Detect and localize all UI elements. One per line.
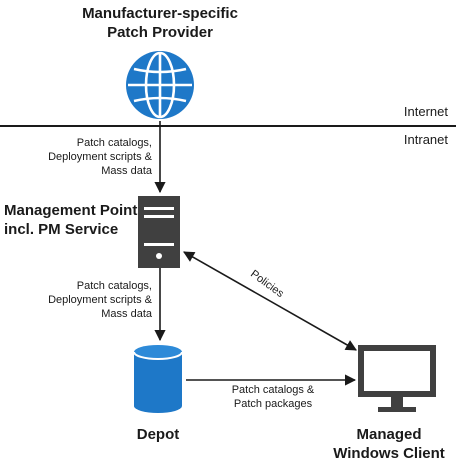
depot-title: Depot [136, 426, 180, 443]
mgmt-to-depot-label: Patch catalogs, Deployment scripts & Mas… [30, 279, 152, 321]
mgmt-point-title-line1: Management Point [4, 202, 138, 219]
zone-divider [0, 125, 456, 127]
edge-label-line: Patch packages [233, 398, 313, 410]
client-title-line1: Managed [356, 426, 422, 443]
edge-label-line: Mass data [101, 165, 152, 177]
depot-to-client-label: Patch catalogs & Patch packages [218, 383, 328, 411]
database-icon [133, 345, 183, 413]
mgmt-point-title-line2: incl. PM Service [4, 221, 119, 238]
globe-icon [126, 51, 194, 119]
edge-label-line: Patch catalogs & [231, 384, 315, 396]
edge-label-line: Deployment scripts & [48, 294, 152, 306]
client-title-line2: Windows Client [333, 445, 445, 462]
client-title: Managed Windows Client [322, 425, 456, 463]
edge-label-line: Patch catalogs, [76, 137, 152, 149]
edge-label-line: Patch catalogs, [76, 280, 152, 292]
intranet-label: Intranet [403, 132, 448, 147]
edge-label-line: Mass data [101, 308, 152, 320]
provider-title: Manufacturer-specific Patch Provider [60, 4, 260, 42]
server-icon [138, 196, 180, 268]
monitor-icon [358, 345, 436, 412]
internet-label: Internet [403, 104, 448, 119]
mgmt-point-title: Management Point incl. PM Service [4, 201, 137, 239]
edge-label-line: Deployment scripts & [48, 151, 152, 163]
provider-title-line1: Manufacturer-specific [82, 5, 238, 22]
arrow-mgmt-to-client [183, 251, 357, 351]
provider-to-mgmt-label: Patch catalogs, Deployment scripts & Mas… [30, 136, 152, 178]
provider-title-line2: Patch Provider [107, 24, 213, 41]
